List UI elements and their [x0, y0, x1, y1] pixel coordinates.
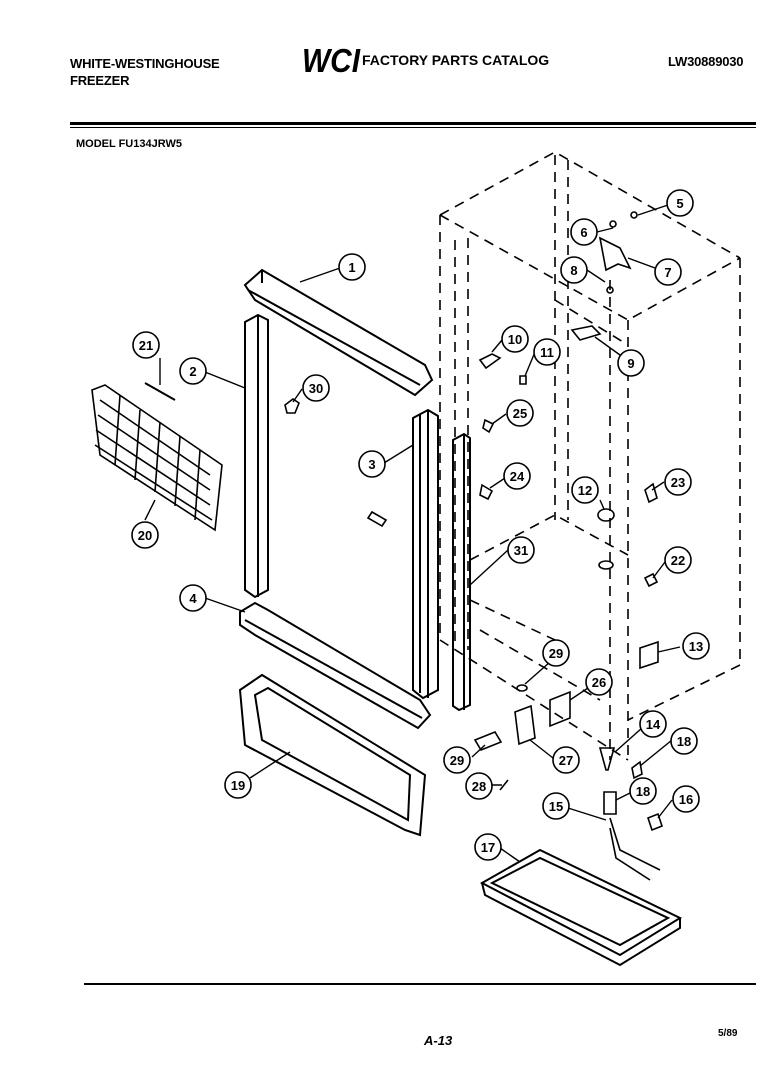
svg-text:26: 26: [592, 675, 606, 690]
callout-14: 14: [639, 710, 667, 738]
svg-text:25: 25: [513, 406, 527, 421]
svg-text:29: 29: [549, 646, 563, 661]
svg-text:31: 31: [514, 543, 528, 558]
callout-24: 24: [503, 462, 531, 490]
callout-21: 21: [132, 331, 160, 359]
svg-text:10: 10: [508, 332, 522, 347]
svg-text:2: 2: [189, 364, 196, 379]
callout-11: 11: [533, 338, 561, 366]
part-1-top-trim: [243, 268, 434, 397]
small-hardware: [284, 211, 663, 881]
callout-31: 31: [507, 536, 535, 564]
part-20-basket: [91, 384, 223, 532]
svg-text:17: 17: [481, 840, 495, 855]
callout-27: 27: [552, 746, 580, 774]
callout-5: 5: [666, 189, 694, 217]
callout-17: 17: [474, 833, 502, 861]
revision-date: 5/89: [718, 1028, 738, 1039]
callout-19: 19: [224, 771, 252, 799]
callout-10: 10: [501, 325, 529, 353]
part-3-gasket: [412, 408, 439, 700]
part-21-clip: [144, 382, 176, 401]
brand-line-1: WHITE-WESTINGHOUSE: [70, 56, 220, 71]
svg-text:24: 24: [510, 469, 525, 484]
callout-20: 20: [131, 521, 159, 549]
svg-text:9: 9: [627, 356, 634, 371]
callout-22: 22: [664, 546, 692, 574]
callouts: 1 2 3 4 5 6 7 8 9 10 11 12 13 14 15 16 1…: [131, 189, 710, 861]
part-17-drain-pan: [479, 848, 683, 967]
svg-text:23: 23: [671, 475, 685, 490]
callout-4: 4: [179, 584, 207, 612]
svg-text:6: 6: [580, 225, 587, 240]
svg-text:21: 21: [139, 338, 153, 353]
callout-13: 13: [682, 632, 710, 660]
callout-12: 12: [571, 476, 599, 504]
svg-text:30: 30: [309, 381, 323, 396]
callout-26: 26: [585, 668, 613, 696]
wci-logo: WCI: [300, 42, 362, 81]
svg-text:29: 29: [450, 753, 464, 768]
callout-18a: 18: [670, 727, 698, 755]
svg-text:18: 18: [636, 784, 650, 799]
callout-16: 16: [672, 785, 700, 813]
callout-6: 6: [570, 218, 598, 246]
svg-text:28: 28: [472, 779, 486, 794]
callout-3: 3: [358, 450, 386, 478]
callout-23: 23: [664, 468, 692, 496]
model-label: MODEL FU134JRW5: [76, 138, 182, 150]
svg-text:13: 13: [689, 639, 703, 654]
svg-text:20: 20: [138, 528, 152, 543]
callout-18b: 18: [629, 777, 657, 805]
callout-15: 15: [542, 792, 570, 820]
svg-text:15: 15: [549, 799, 563, 814]
callout-29b: 29: [443, 746, 471, 774]
callout-9: 9: [617, 349, 645, 377]
part-4-bottom-trim: [239, 601, 432, 730]
svg-text:12: 12: [578, 483, 592, 498]
callout-2: 2: [179, 357, 207, 385]
callout-30: 30: [302, 374, 330, 402]
leader-lines: [144, 204, 681, 863]
wci-logo-text: WCI: [302, 44, 361, 76]
callout-7: 7: [654, 258, 682, 286]
svg-text:8: 8: [570, 263, 577, 278]
svg-text:16: 16: [679, 792, 693, 807]
footer-rule: [84, 983, 756, 985]
svg-text:4: 4: [189, 591, 197, 606]
brand-line-2: FREEZER: [70, 73, 130, 88]
callout-1: 1: [338, 253, 366, 281]
svg-text:19: 19: [231, 778, 245, 793]
callout-8: 8: [560, 256, 588, 284]
catalog-number: LW30889030: [668, 54, 744, 69]
svg-text:3: 3: [368, 457, 375, 472]
svg-text:1: 1: [348, 260, 355, 275]
callout-25: 25: [506, 399, 534, 427]
part-19-kickplate: [238, 673, 427, 837]
part-2-left-trim: [244, 313, 269, 599]
svg-text:11: 11: [540, 345, 554, 360]
svg-text:18: 18: [677, 734, 691, 749]
header-rule-thin: [70, 127, 756, 128]
callout-29a: 29: [542, 639, 570, 667]
svg-text:7: 7: [664, 265, 671, 280]
svg-text:14: 14: [646, 717, 661, 732]
catalog-title: FACTORY PARTS CATALOG: [362, 52, 550, 68]
part-31-strip: [452, 432, 471, 712]
svg-text:27: 27: [559, 753, 573, 768]
svg-text:5: 5: [676, 196, 683, 211]
callout-28: 28: [465, 772, 493, 800]
header-rule: [70, 122, 756, 125]
svg-text:22: 22: [671, 553, 685, 568]
page-number: A-13: [424, 1033, 453, 1048]
